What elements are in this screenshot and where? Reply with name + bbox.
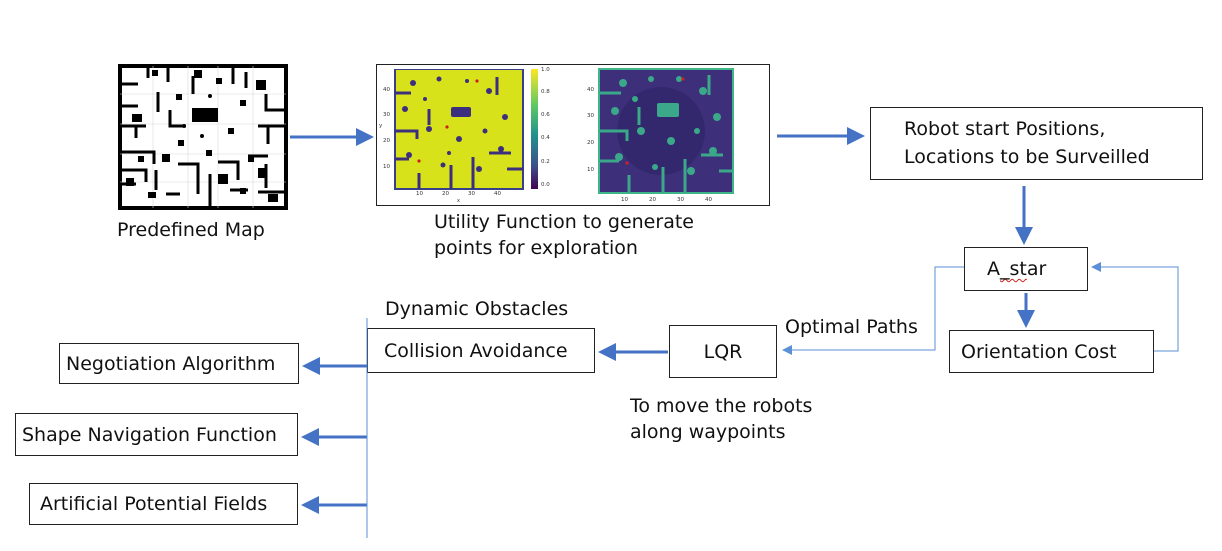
shape-navigation-label: Shape Navigation Function xyxy=(22,423,277,446)
lqr-note: To move the robots along waypoints xyxy=(630,395,813,443)
left-plot-y-axis-letter: y xyxy=(379,123,383,129)
astar-label: A_star xyxy=(987,258,1047,280)
connector-astar-to-lqr xyxy=(782,266,964,355)
lqr-box: LQR xyxy=(669,325,777,378)
robot-start-line2: Locations to be Surveilled xyxy=(904,145,1150,168)
utility-heatmap-left xyxy=(394,69,538,190)
negotiation-algorithm-label: Negotiation Algorithm xyxy=(66,352,276,375)
orientation-cost-label: Orientation Cost xyxy=(961,340,1117,363)
shape-navigation-box: Shape Navigation Function xyxy=(15,413,298,456)
collision-avoidance-label: Collision Avoidance xyxy=(384,339,568,362)
connector-orientation-to-astar xyxy=(1091,262,1179,352)
utility-plots-frame: 40 30 20 10 y 10 20 30 40 x 1.0 0.8 0.6 … xyxy=(376,64,770,206)
utility-heatmap-right xyxy=(598,68,734,194)
map-caption: Predefined Map xyxy=(117,219,265,241)
astar-box: A_star xyxy=(964,247,1088,291)
utility-caption: Utility Function to generate points for … xyxy=(434,211,694,259)
left-plot-x-axis-letter: x xyxy=(457,198,460,204)
orientation-cost-box: Orientation Cost xyxy=(949,330,1154,373)
robot-start-line1: Robot start Positions, xyxy=(904,117,1106,140)
artificial-potential-box: Artificial Potential Fields xyxy=(29,483,298,525)
artificial-potential-label: Artificial Potential Fields xyxy=(40,493,268,515)
dynamic-obstacles-label: Dynamic Obstacles xyxy=(385,298,569,320)
lqr-label: LQR xyxy=(703,340,743,363)
predefined-map-image xyxy=(118,64,288,210)
robot-start-box: Robot start Positions, Locations to be S… xyxy=(870,107,1203,180)
collision-avoidance-box: Collision Avoidance xyxy=(367,328,595,373)
optimal-paths-label: Optimal Paths xyxy=(785,316,918,338)
negotiation-algorithm-box: Negotiation Algorithm xyxy=(59,343,299,384)
